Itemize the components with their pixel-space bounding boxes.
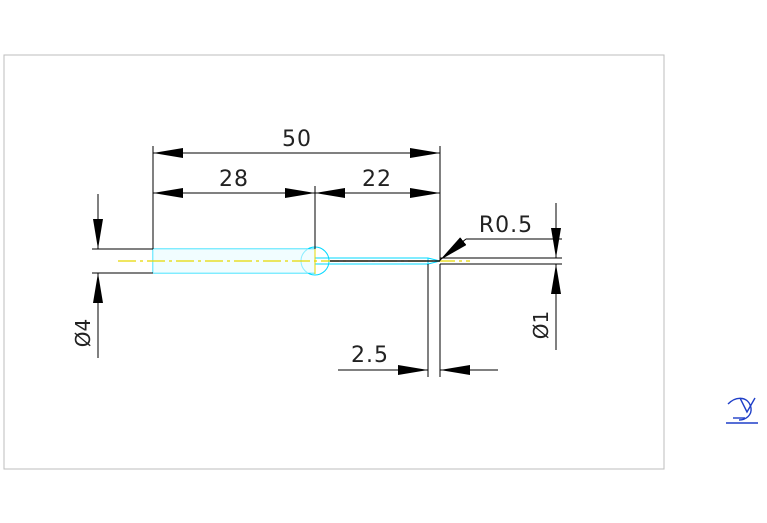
dim-text-big-diameter: Ø4 xyxy=(71,319,95,347)
dim-text-right: 22 xyxy=(362,167,392,192)
dim-text-small-diameter: Ø1 xyxy=(529,311,553,339)
dim-text-overall: 50 xyxy=(282,127,312,152)
ucs-icon xyxy=(726,397,758,424)
dimensions xyxy=(92,146,562,377)
drawing-frame xyxy=(3,54,665,470)
dim-text-left: 28 xyxy=(219,167,249,192)
radius-leader xyxy=(439,237,467,261)
dim-text-radius: R0.5 xyxy=(479,213,533,238)
dim-text-tip-length: 2.5 xyxy=(351,343,389,368)
